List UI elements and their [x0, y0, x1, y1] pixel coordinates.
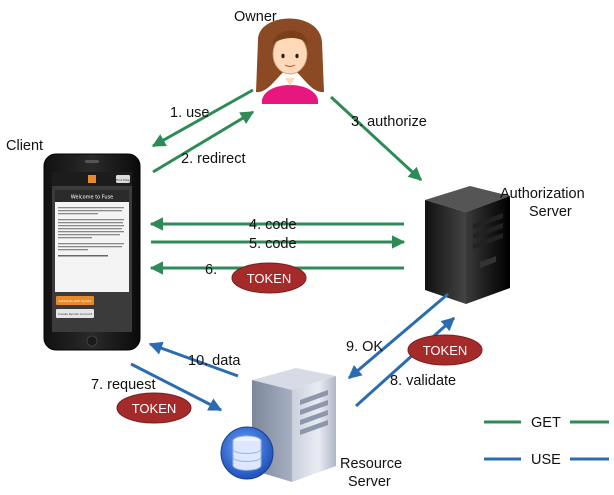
owner-label: Owner — [234, 9, 277, 25]
create-kynetx-account-label: Create Kynetx Account — [58, 312, 93, 316]
fuse-logo-icon — [88, 175, 96, 183]
owner-icon — [256, 18, 324, 104]
authorization-server-label-line2: Server — [529, 204, 572, 220]
welcome-paragraph-2 — [58, 219, 124, 239]
welcome-paragraph-4 — [58, 255, 108, 257]
arrow-request-7 — [130, 362, 223, 412]
legend-get-label: GET — [531, 415, 561, 431]
legend: GET USE — [484, 415, 609, 468]
step-6-label: 6. — [205, 262, 217, 278]
step-2-label: 2. redirect — [181, 151, 245, 167]
token-label-step8: TOKEN — [423, 343, 468, 358]
database-icon — [220, 426, 274, 480]
token-label-step7: TOKEN — [132, 401, 177, 416]
authorization-server-icon — [425, 186, 510, 304]
token-badge-step6: TOKEN — [231, 262, 307, 294]
resource-server-label-line2: Server — [348, 474, 391, 490]
arrow-validate-8 — [354, 316, 456, 408]
token-badge-step8: TOKEN — [407, 334, 483, 366]
step-7-label: 7. request — [91, 377, 156, 393]
welcome-header: Welcome to Fuse — [71, 195, 114, 201]
arrow-ok-9 — [347, 292, 449, 380]
authorize-with-kynetx-button[interactable] — [56, 296, 94, 305]
arrow-redirect — [152, 110, 255, 174]
welcome-paragraph-1 — [58, 207, 124, 215]
step-4-label: 4. code — [249, 217, 297, 233]
arrow-data-10 — [148, 341, 239, 378]
find-help-label: Find Help — [116, 178, 130, 182]
authorization-server-label-line1: Authorization — [500, 186, 585, 202]
arrow-use — [151, 88, 254, 148]
step-1-label: 1. use — [170, 105, 210, 121]
step-8-label: 8. validate — [390, 373, 456, 389]
token-badge-step7: TOKEN — [116, 392, 192, 424]
resource-server-label-line1: Resource — [340, 456, 402, 472]
welcome-paragraph-3 — [58, 243, 124, 251]
token-label-step6: TOKEN — [247, 271, 292, 286]
create-kynetx-account-button[interactable] — [56, 309, 94, 318]
resource-server-icon — [252, 368, 336, 482]
client-label: Client — [6, 138, 43, 154]
legend-use-label: USE — [531, 452, 561, 468]
step-3-label: 3. authorize — [351, 114, 427, 130]
step-5-label: 5. code — [249, 236, 297, 252]
step-10-label: 10. data — [188, 353, 241, 369]
client-phone: Find Help Welcome to Fuse — [43, 153, 141, 351]
authorize-with-kynetx-label: Authorize with Kynetx — [59, 299, 92, 303]
find-help-button[interactable] — [116, 175, 130, 183]
step-9-label: 9. OK — [346, 339, 383, 355]
arrow-authorize — [329, 95, 423, 182]
